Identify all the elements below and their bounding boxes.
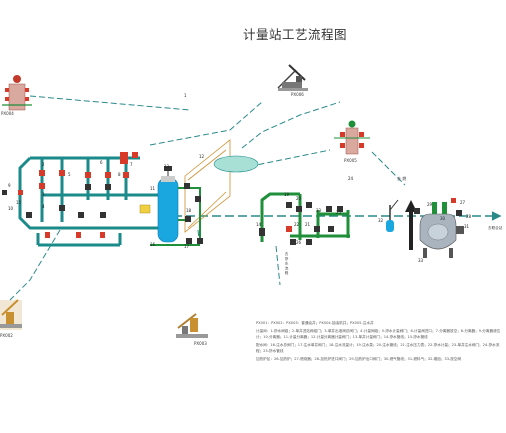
- callout-number: 17: [184, 244, 190, 249]
- callout-number: 25: [336, 210, 342, 215]
- callout-number: 11: [150, 186, 156, 191]
- callout-number: 22: [294, 222, 300, 227]
- callout-number: 6: [100, 160, 103, 165]
- callout-number: 14: [256, 222, 262, 227]
- callout-number: 1: [184, 93, 187, 98]
- legend: PX001：PX002：PX003：普通油井；PX004-抽油机井；PX005-…: [256, 320, 501, 364]
- well-label: PX005: [344, 158, 357, 163]
- legend-line: 加热炉区：26-加热炉；27-燃烧器；28-加热炉进口阀门；29-加热炉出口阀门…: [256, 357, 462, 361]
- page-title: 计量站工艺流程图: [242, 27, 347, 42]
- callout-number: 3: [42, 192, 45, 197]
- callout-number: 24: [348, 176, 354, 181]
- separator-vessel[interactable]: [157, 166, 179, 243]
- storage-tank[interactable]: [213, 155, 259, 173]
- water-line-label: 去 掺 水 流 程: [284, 251, 289, 275]
- heating-furnace[interactable]: [414, 198, 464, 258]
- callout-number: 19: [284, 192, 290, 197]
- orange-link-frame: [184, 139, 231, 233]
- water-distribution-piping: [260, 192, 350, 242]
- pump-jack-px003[interactable]: PX003: [176, 313, 208, 346]
- well-label: PX002: [0, 333, 13, 338]
- chimney-arrow: [405, 200, 417, 250]
- callout-number: 10: [8, 206, 14, 211]
- callout-number: 31: [464, 224, 470, 229]
- pump-jack-px002[interactable]: PX002: [0, 299, 22, 338]
- gas-line-label: 去 燃: [397, 175, 406, 181]
- well-label: PX004: [1, 111, 14, 116]
- separator-valves[interactable]: [184, 183, 203, 244]
- callout-number: 29: [427, 202, 433, 207]
- callout-number: 23: [316, 208, 322, 213]
- callout-number: 32: [378, 218, 384, 223]
- legend-line: 配水间：16-注水总阀门；17-注水单井阀门；18-注水流量计；19-注水泵；2…: [256, 343, 500, 353]
- callout-number: 28: [466, 214, 472, 219]
- water-distribution-valves[interactable]: [259, 202, 343, 245]
- callout-number: 15: [16, 200, 22, 205]
- callout-number: 18: [186, 208, 192, 213]
- callout-number: 12: [199, 154, 205, 159]
- callout-number: 5: [68, 172, 71, 177]
- callout-number: 26: [296, 240, 302, 245]
- wellhead-px005[interactable]: PX005: [334, 120, 370, 164]
- flow-lines: [9, 95, 406, 301]
- callout-number: 7: [130, 162, 133, 167]
- pump-jack-px006[interactable]: PX006: [277, 64, 308, 97]
- callout-number: 8: [118, 172, 121, 177]
- callout-number: 16: [150, 242, 156, 247]
- callout-number: 30: [440, 216, 446, 221]
- export-line-label: 去联合站: [488, 225, 503, 230]
- callout-number: 13: [164, 164, 170, 169]
- legend-line: PX001：PX002：PX003：普通油井；PX004-抽油机井；PX005-…: [256, 321, 374, 325]
- callout-number: 33: [418, 258, 424, 263]
- callout-number: 21: [305, 222, 311, 227]
- legend-line: 计量间：1-掺水阀组；2-单井进站阀组门；3-单井出液阀总阀门；4-计量阀组；5…: [256, 329, 501, 339]
- callout-number: 27: [460, 200, 466, 205]
- wellhead-px004[interactable]: PX004: [1, 75, 32, 116]
- gas-drum[interactable]: [386, 199, 399, 232]
- manifold-valves[interactable]: [2, 152, 151, 238]
- callout-number: 20: [296, 196, 302, 201]
- callout-number: 2: [42, 162, 45, 167]
- callout-number: 4: [42, 204, 45, 209]
- well-label: PX003: [194, 341, 207, 346]
- well-label: PX006: [291, 92, 304, 97]
- callout-number: 9: [8, 183, 11, 188]
